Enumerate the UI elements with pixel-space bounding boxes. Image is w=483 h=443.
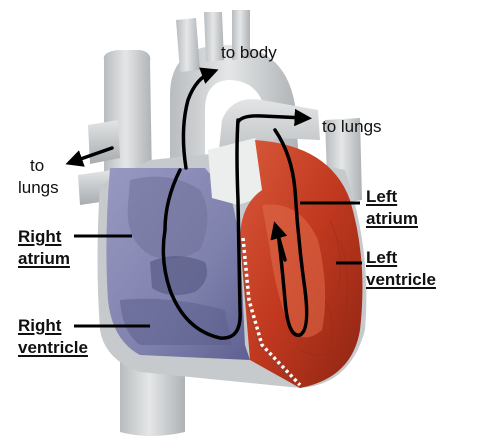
label-right-ventricle: Right ventricle	[18, 315, 88, 359]
label-to-lungs-left-line1: to	[30, 156, 45, 175]
label-to-lungs-left: to lungs	[18, 155, 59, 199]
label-to-lungs-right: to lungs	[322, 117, 382, 136]
label-left-ventricle: Left ventricle	[366, 247, 436, 291]
label-left-atrium-line2: atrium	[366, 209, 418, 228]
label-left-atrium: Left atrium	[366, 186, 418, 230]
label-left-ventricle-line2: ventricle	[366, 270, 436, 289]
flow-left-side	[273, 128, 309, 337]
flow-right-side	[161, 118, 242, 340]
label-left-ventricle-line1: Left	[366, 248, 398, 267]
label-right-atrium: Right atrium	[18, 226, 70, 270]
aorta-branch-3	[232, 10, 250, 60]
label-left-atrium-line1: Left	[366, 187, 398, 206]
flow-to-lungs-right	[236, 108, 312, 127]
label-to-body: to body	[221, 43, 277, 62]
label-right-ventricle-line2: ventricle	[18, 338, 88, 357]
aorta-branch-1	[176, 18, 200, 72]
inferior-vena-cava	[120, 360, 185, 436]
flow-left-side-arrow	[270, 221, 288, 262]
right-atrium-interior	[127, 176, 208, 259]
left-ventricle-texture	[299, 219, 349, 361]
septum-dotted-line-shadow	[239, 237, 298, 387]
pulmonary-vessel-left	[88, 120, 120, 164]
septum-dotted-line	[241, 237, 302, 387]
flow-to-lungs-left	[65, 146, 114, 167]
aorta-branch-2	[204, 12, 224, 62]
label-right-atrium-line1: Right	[18, 227, 62, 246]
label-right-atrium-line2: atrium	[18, 249, 70, 268]
label-right-ventricle-line1: Right	[18, 316, 62, 335]
flow-to-body	[181, 67, 219, 170]
label-to-lungs-left-line2: lungs	[18, 178, 59, 197]
